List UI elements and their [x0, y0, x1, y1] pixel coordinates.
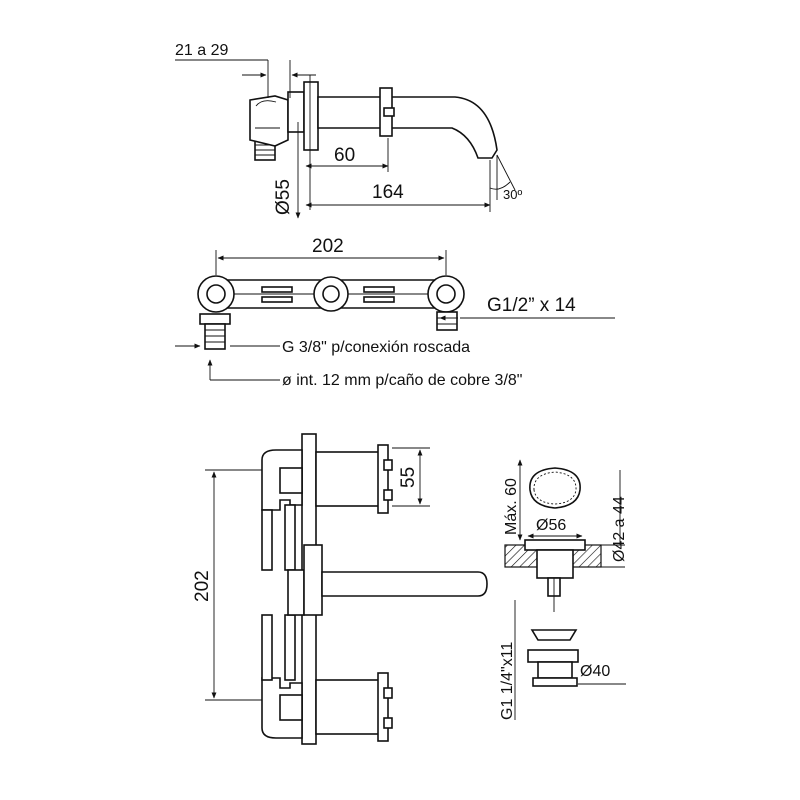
detail-d56-label: Ø56 — [536, 517, 566, 534]
side-d55-label: Ø55 — [273, 179, 294, 215]
valve-detail: Máx. 60 Ø56 Ø42 a 44 G1 1/4"x11 Ø40 — [499, 459, 628, 720]
detail-d40-label: Ø40 — [580, 663, 610, 680]
detail-d42-label: Ø42 a 44 — [611, 496, 628, 562]
top-202-label: 202 — [312, 236, 344, 257]
front-view: 55 202 — [192, 433, 488, 745]
side-angle-label: 30º — [503, 187, 522, 202]
front-55-label: 55 — [398, 467, 419, 488]
detail-thread-label: G1 1/4"x11 — [499, 642, 516, 720]
side-width-label: 21 a 29 — [175, 42, 228, 59]
side-164-label: 164 — [372, 182, 404, 203]
side-view: 21 a 29 60 164 Ø55 30º — [175, 42, 522, 219]
detail-max60-label: Máx. 60 — [503, 478, 520, 535]
top-g38-label: G 3/8" p/conexión roscada — [282, 339, 470, 356]
front-202-label: 202 — [192, 570, 213, 602]
top-oint-label: ø int. 12 mm p/caño de cobre 3/8" — [282, 372, 522, 389]
top-view: 202 G1/2” x 14 G 3/8" p/conexión roscada… — [175, 236, 615, 389]
top-g12-label: G1/2” x 14 — [487, 295, 576, 316]
side-60-label: 60 — [334, 145, 355, 166]
